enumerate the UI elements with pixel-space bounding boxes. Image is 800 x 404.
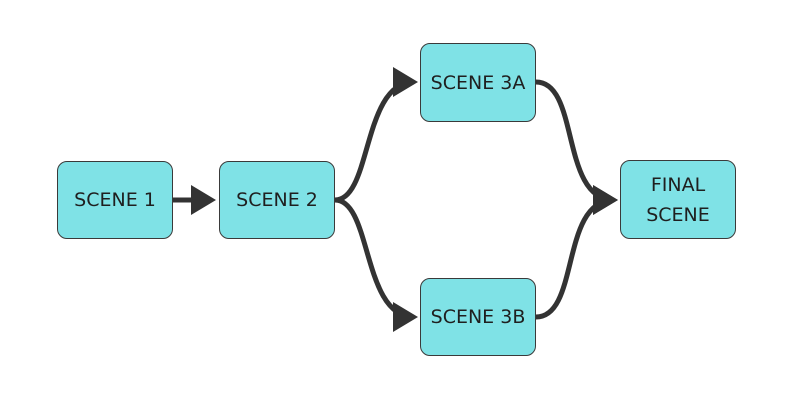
- node-scene-1: SCENE 1: [57, 161, 173, 239]
- node-scene-3a: SCENE 3A: [420, 43, 536, 122]
- node-scene-2: SCENE 2: [219, 161, 335, 239]
- arrow-scene3b-to-final: [535, 185, 618, 320]
- arrow-scene3a-to-final: [535, 79, 618, 215]
- node-scene-3b: SCENE 3B: [420, 278, 536, 356]
- node-final-scene: FINAL SCENE: [620, 160, 736, 239]
- arrow-scene2-to-scene3b: [334, 197, 418, 332]
- arrow-scene2-to-scene3a: [334, 67, 418, 203]
